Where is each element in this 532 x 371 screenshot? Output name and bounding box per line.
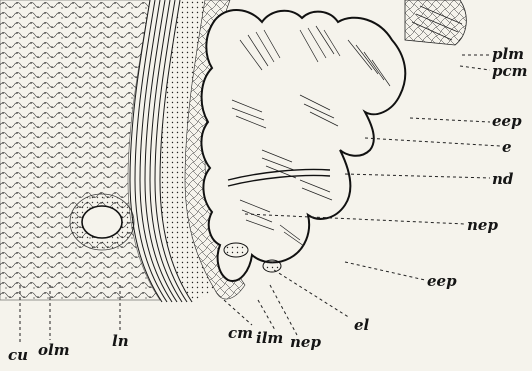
label-eep-upper: eep: [492, 114, 522, 129]
label-eep-lower: eep: [427, 274, 457, 289]
label-nep-right: nep: [467, 218, 498, 233]
label-nep-bottom: nep: [290, 335, 321, 350]
upper-right-tissue: [405, 0, 466, 45]
label-plm: plm: [492, 47, 524, 62]
label-olm: olm: [38, 343, 70, 358]
label-nd: nd: [492, 172, 513, 187]
label-ln: ln: [112, 334, 129, 349]
label-cm: cm: [228, 326, 253, 341]
folded-epithelium: [201, 10, 405, 281]
label-pcm: pcm: [492, 64, 528, 79]
label-e: e: [502, 140, 512, 155]
label-el: el: [354, 318, 369, 333]
oval-nucleus: [70, 194, 134, 250]
label-ilm: ilm: [256, 331, 283, 346]
label-cu: cu: [8, 348, 28, 363]
